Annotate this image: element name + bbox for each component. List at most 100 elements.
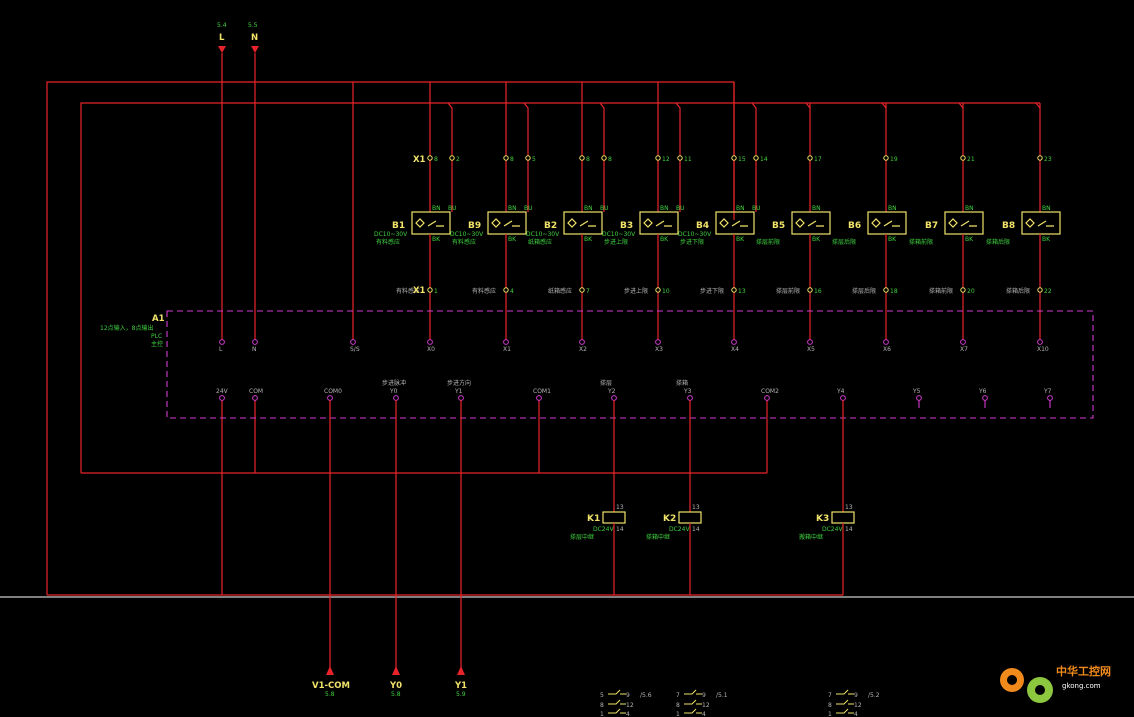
plc-output-label: Y2 (607, 388, 616, 395)
sensor-tag: B4 (696, 221, 709, 231)
plc-output-y4 (840, 395, 846, 401)
plc-input-x3 (655, 339, 661, 345)
x1-top-num-b: 8 (608, 156, 612, 163)
plc-output-label: Y3 (683, 388, 692, 395)
contact-left-num: 5 (600, 692, 604, 699)
contact-symbol-icon (836, 708, 854, 714)
contact-ref: /5.2 (868, 692, 880, 699)
sensor-tag: B9 (468, 221, 481, 231)
plc-output-label: Y1 (454, 388, 463, 395)
plc-output-com2 (764, 395, 770, 401)
x1-terminal-top-b (525, 155, 531, 161)
x1-bottom-num: 13 (738, 288, 746, 295)
sensor-bk-label: BK (508, 236, 517, 243)
x1-terminal-bottom (731, 287, 737, 293)
sensor-bk-label: BK (812, 236, 821, 243)
sensor-box (487, 211, 527, 235)
x1-terminal-bottom (655, 287, 661, 293)
plc-input-x7 (960, 339, 966, 345)
sensor-bn-label: BN (432, 205, 441, 212)
contact-symbol-icon (684, 708, 702, 714)
sensor-bn-label: BN (965, 205, 974, 212)
plc-output-com1 (536, 395, 542, 401)
x1-bottom-desc: 搽层后限 (852, 287, 876, 295)
x1-terminal-top (1037, 155, 1043, 161)
x1-top-num: 8 (510, 156, 514, 163)
x1-bottom-num: 20 (967, 288, 975, 295)
x1-bottom-desc: 搽箱前限 (929, 287, 953, 295)
contact-right-num: 4 (626, 711, 630, 717)
plc-output-desc: 步进方向 (447, 379, 471, 387)
sensor-bk-label: BK (736, 236, 745, 243)
contact-left-num: 1 (676, 711, 680, 717)
switch-contact-icon (731, 220, 748, 227)
relay-a1: 13 (692, 504, 700, 511)
plc-output-y2 (611, 395, 617, 401)
relay-coil (678, 511, 702, 524)
sensor-bk-label: BK (584, 236, 593, 243)
sensor-box (715, 211, 755, 235)
x1-top-num-b: 14 (760, 156, 768, 163)
switch-contact-icon (655, 220, 672, 227)
proximity-icon (1025, 218, 1035, 228)
switch-contact-icon (427, 220, 444, 227)
sensor-desc: 搽箱前限 (909, 238, 933, 246)
contact-left-num: 7 (676, 692, 680, 699)
output-label: V1-COM (312, 681, 350, 691)
plc-input-label: X5 (807, 346, 815, 353)
relay-desc: 搽层中继 (570, 533, 594, 541)
watermark-logo: 中华工控网 gkong.com (1000, 664, 1111, 703)
plc-input-label: X3 (655, 346, 663, 353)
contact-left-num: 8 (828, 702, 832, 709)
sensor-desc: 有料感应 (452, 238, 476, 246)
plc-input-x5 (807, 339, 813, 345)
plc-output-y6 (982, 395, 988, 401)
sensor-box (944, 211, 984, 235)
relay-coil (602, 511, 626, 524)
sensor-bk-label: BK (660, 236, 669, 243)
plc-output-24v (219, 395, 225, 401)
sensor-tag: B3 (620, 221, 633, 231)
proximity-icon (719, 218, 729, 228)
x1-label-bottom: X1 (413, 286, 426, 296)
relay-spec: DC24V (669, 526, 690, 533)
sensor-box (1021, 211, 1061, 235)
relay-a1: 13 (845, 504, 853, 511)
plc-output-label: COM2 (761, 388, 779, 395)
switch-contact-icon (807, 220, 824, 227)
x1-bottom-num: 4 (510, 288, 514, 295)
plc-output-y3 (687, 395, 693, 401)
relay-a2: 14 (616, 526, 624, 533)
sensor-bu-label: BU (600, 205, 609, 212)
sensor-box (791, 211, 831, 235)
contact-symbol-icon (608, 689, 626, 695)
output-label: Y0 (389, 681, 402, 691)
output-y1: Y15.9 (454, 400, 467, 698)
sensor-bk-label: BK (432, 236, 441, 243)
output-ref: 5.9 (456, 691, 466, 698)
plc-input-n (252, 339, 258, 345)
plc-output-label: COM (249, 388, 263, 395)
output-arrow-icon (326, 666, 334, 675)
plc-desc-2: PLC (151, 333, 162, 340)
contact-symbol-icon (684, 689, 702, 695)
plc-output-y1 (458, 395, 464, 401)
proximity-icon (871, 218, 881, 228)
x1-bottom-num: 16 (814, 288, 822, 295)
l-arrow-icon (218, 46, 226, 53)
x1-terminal-top-b (449, 155, 455, 161)
x1-top-num: 17 (814, 156, 822, 163)
sensor-desc: 纸箱感应 (528, 238, 552, 246)
sensor-bn-label: BN (660, 205, 669, 212)
proximity-icon (567, 218, 577, 228)
x1-terminal-top (883, 155, 889, 161)
n-ref: 5.5 (248, 22, 258, 29)
x1-bottom-num: 10 (662, 288, 670, 295)
